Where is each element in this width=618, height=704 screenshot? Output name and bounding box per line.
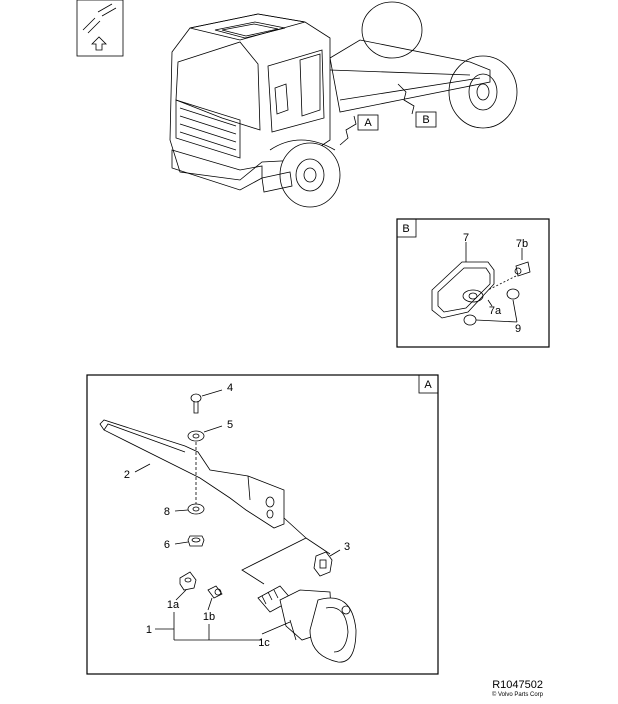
part-1a-label: 1a xyxy=(167,599,180,611)
part-7-label: 7 xyxy=(463,232,469,244)
part-2-label: 2 xyxy=(124,469,130,481)
detail-panel-a: A 4 5 2 8 6 3 xyxy=(86,374,439,675)
part-3-label: 3 xyxy=(344,541,350,553)
part-6-label: 6 xyxy=(164,539,170,551)
view-orientation-icon xyxy=(76,0,124,57)
part-9-label: 9 xyxy=(515,323,521,335)
truck-illustration xyxy=(169,1,518,208)
part-7b-label: 7b xyxy=(516,238,528,250)
part-1c-label: 1c xyxy=(258,637,270,649)
detail-panel-b: B 7 7b 7a 9 xyxy=(396,218,550,348)
part-8-label: 8 xyxy=(164,506,170,518)
callout-a-tag: A xyxy=(357,114,379,131)
part-4-label: 4 xyxy=(227,382,233,394)
panel-b-tag: B xyxy=(402,223,409,235)
part-7a-label: 7a xyxy=(489,305,502,317)
callout-a-label: A xyxy=(364,117,372,129)
part-1b-label: 1b xyxy=(203,611,215,623)
callout-b-label: B xyxy=(422,114,429,126)
reference-number: R1047502 xyxy=(492,679,543,691)
panel-a-tag: A xyxy=(424,379,432,391)
callout-b-tag: B xyxy=(415,111,437,128)
part-1-label: 1 xyxy=(146,624,152,636)
copyright-text: © Volvo Parts Corp xyxy=(492,691,544,698)
part-5-label: 5 xyxy=(227,419,233,431)
